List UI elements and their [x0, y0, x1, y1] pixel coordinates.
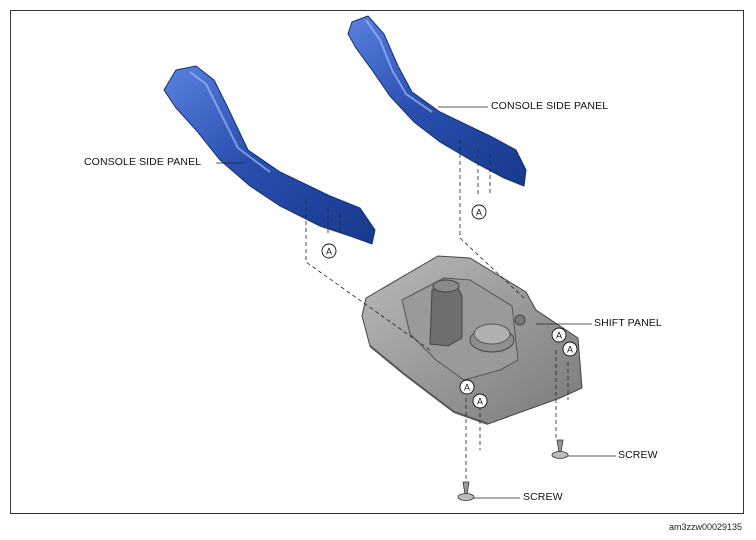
svg-text:A: A — [476, 208, 482, 218]
svg-text:A: A — [464, 383, 470, 393]
callout-a-right: A — [471, 204, 487, 220]
svg-text:A: A — [567, 345, 573, 355]
label-console-side-panel-right: CONSOLE SIDE PANEL — [491, 100, 609, 112]
screw-bottom — [457, 481, 475, 501]
leader-lines — [216, 106, 616, 499]
label-screw-right: SCREW — [618, 449, 658, 461]
shift-panel — [361, 255, 583, 425]
svg-text:A: A — [556, 331, 562, 341]
console-side-panel-left — [163, 65, 376, 245]
callout-a-shift-3: A — [459, 379, 475, 395]
callout-a-shift-1: A — [551, 327, 567, 343]
callout-a-shift-4: A — [472, 393, 488, 409]
svg-text:A: A — [326, 247, 332, 257]
svg-text:A: A — [477, 397, 483, 407]
console-side-panel-right — [347, 15, 527, 187]
screw-right — [551, 439, 569, 459]
callout-a-left: A — [321, 243, 337, 259]
label-screw-bottom: SCREW — [523, 491, 563, 503]
diagram-frame — [10, 10, 744, 514]
reference-code: am3zzw00029135 — [668, 522, 742, 532]
label-console-side-panel-left: CONSOLE SIDE PANEL — [84, 156, 202, 168]
assembly-lines — [305, 140, 569, 482]
callout-a-shift-2: A — [562, 341, 578, 357]
label-shift-panel: SHIFT PANEL — [594, 317, 662, 329]
